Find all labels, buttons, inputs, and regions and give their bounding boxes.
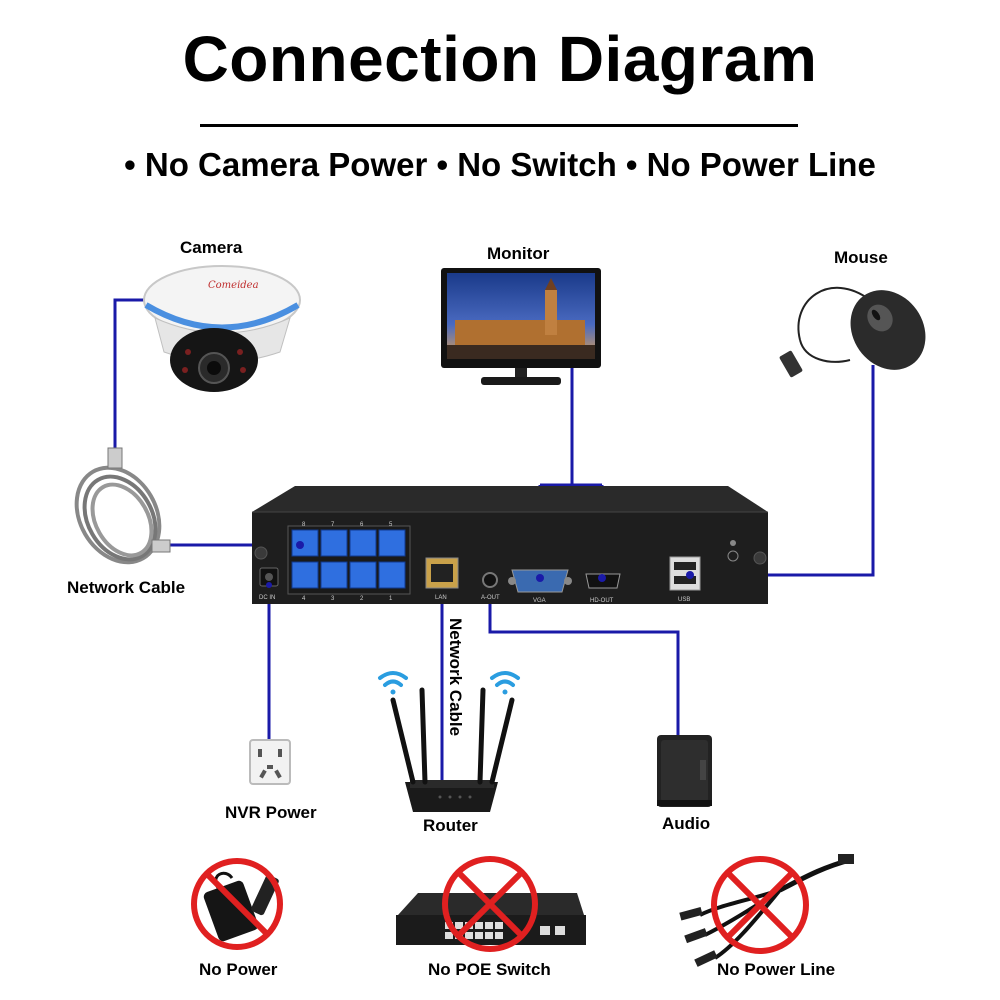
mouse-icon [779, 286, 926, 378]
title-underline [200, 124, 798, 127]
page-subtitle: • No Camera Power • No Switch • No Power… [124, 146, 876, 183]
hd-out-label: HD-OUT [590, 598, 614, 604]
vga-label: VGA [533, 598, 546, 604]
port-label-2: 2 [360, 596, 364, 602]
usb-label: USB [678, 597, 690, 603]
nvr-recorder-icon: DC IN 8 7 6 5 4 3 2 1 LAN A-OUT VGA HD-O… [252, 486, 768, 604]
network-cable-label: Network Cable [67, 578, 186, 597]
speaker-icon [657, 735, 712, 807]
prohibited-power-adapter-icon [191, 858, 283, 950]
port-label-6: 6 [360, 522, 364, 528]
monitor-label: Monitor [487, 244, 550, 263]
nvr-power-label: NVR Power [225, 803, 317, 822]
camera-cable-line [113, 298, 150, 452]
audio-cable-line [488, 590, 680, 735]
a-out-label: A-OUT [481, 595, 500, 601]
wifi-signal-icon [490, 671, 520, 695]
port-label-8: 8 [302, 522, 306, 528]
camera-brand-logo: Comeidea [208, 280, 259, 291]
no-power-label: No Power [199, 960, 278, 979]
network-cable-coil-icon [74, 447, 171, 565]
no-poe-switch-label: No POE Switch [428, 960, 551, 979]
network-cable-vertical-label: Network Cable [446, 618, 465, 737]
prohibited-power-splitter-icon [679, 854, 854, 967]
port-label-1: 1 [389, 596, 393, 602]
mouse-label: Mouse [834, 248, 888, 267]
port-label-4: 4 [302, 596, 306, 602]
camera-label: Camera [180, 238, 243, 257]
no-power-line-label: No Power Line [717, 960, 836, 979]
audio-label: Audio [662, 814, 711, 833]
poe-ports [291, 529, 406, 589]
dc-in-label: DC IN [259, 595, 275, 601]
page-title: Connection Diagram [182, 23, 818, 95]
lan-label: LAN [435, 595, 447, 601]
port-label-3: 3 [331, 596, 335, 602]
router-icon [390, 687, 515, 812]
port-label-5: 5 [389, 522, 393, 528]
wifi-signal-icon [378, 671, 408, 695]
cable-endpoints [266, 541, 694, 588]
prohibited-poe-switch-icon [396, 856, 586, 952]
port-label-7: 7 [331, 522, 335, 528]
wall-socket-icon [249, 739, 291, 785]
router-label: Router [423, 816, 478, 835]
dome-camera-icon: Comeidea [143, 265, 301, 392]
monitor-icon [441, 268, 601, 385]
